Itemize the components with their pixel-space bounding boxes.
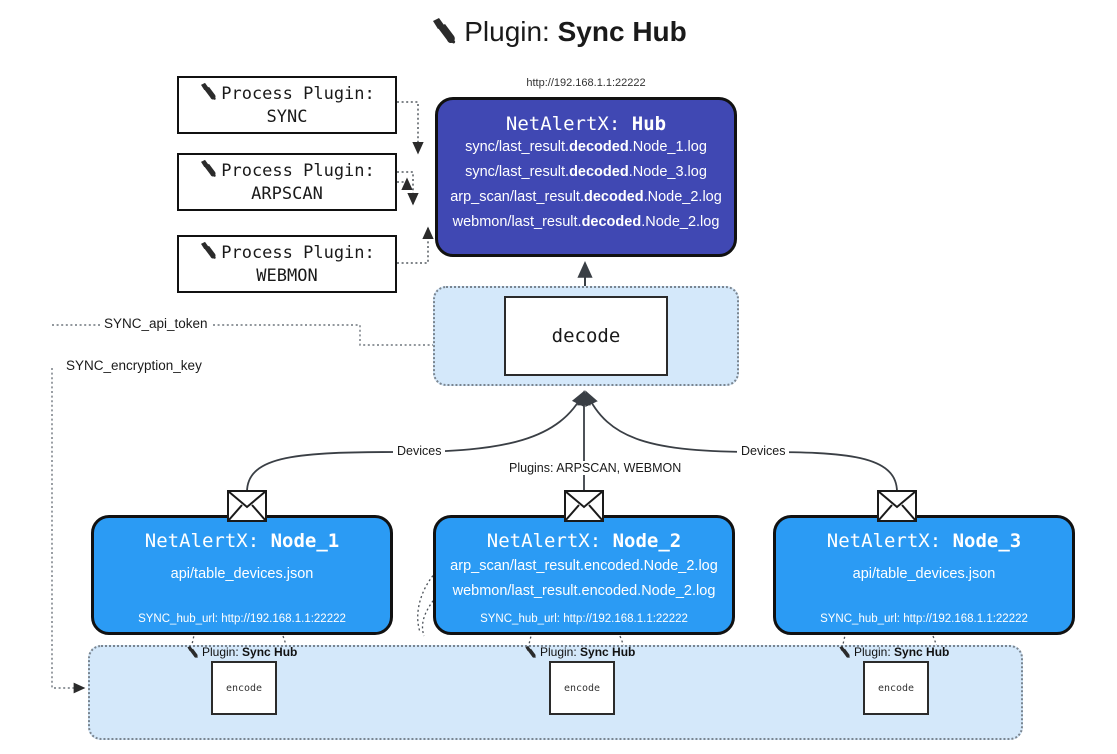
process-plugin-name: WEBMON [256, 266, 318, 286]
envelope-icon [227, 490, 267, 522]
node-node-3[interactable]: NetAlertX: Node_3 api/table_devices.json… [773, 515, 1075, 635]
page-title: Plugin: Sync Hub [0, 16, 1117, 52]
node-title: NetAlertX: Node_1 [144, 530, 340, 552]
process-plugin-label: Process Plugin: [221, 243, 375, 264]
plug-icon [430, 17, 460, 52]
plug-icon [199, 82, 219, 107]
node-hub-url: SYNC_hub_url: http://192.168.1.1:22222 [820, 613, 1028, 625]
encode-box[interactable]: encode [863, 661, 929, 715]
hub-title: NetAlertX: Hub [438, 113, 734, 135]
decode-box[interactable]: decode [504, 296, 668, 376]
node-node-2[interactable]: NetAlertX: Node_2 arp_scan/last_result.e… [433, 515, 735, 635]
encode-caption: Plugin: Sync Hub [186, 645, 297, 662]
node-line: api/table_devices.json [852, 566, 996, 582]
node-line: api/table_devices.json [170, 566, 314, 582]
envelope-icon [564, 490, 604, 522]
title-prefix: Plugin: [464, 16, 558, 47]
plug-icon [199, 241, 219, 266]
edge-label-devices-left: Devices [393, 444, 446, 458]
node-hub-url: SYNC_hub_url: http://192.168.1.1:22222 [480, 613, 688, 625]
process-plugin-name: ARPSCAN [251, 184, 323, 204]
node-title: NetAlertX: Node_3 [826, 530, 1022, 552]
encode-caption: Plugin: Sync Hub [524, 645, 635, 662]
envelope-icon [877, 490, 917, 522]
plug-icon [524, 645, 538, 662]
hub-title-name: Hub [631, 113, 667, 135]
encode-box[interactable]: encode [211, 661, 277, 715]
hub-title-prefix: NetAlertX: [505, 113, 632, 135]
process-plugin-label: Process Plugin: [221, 84, 375, 105]
process-plugin-name: SYNC [266, 107, 308, 127]
plug-icon [186, 645, 200, 662]
hub-log-line: sync/last_result.decoded.Node_1.log [465, 139, 707, 155]
encode-caption: Plugin: Sync Hub [838, 645, 949, 662]
node-line: arp_scan/last_result.encoded.Node_2.log [450, 558, 718, 574]
process-plugin-sync[interactable]: Process Plugin: SYNC [177, 76, 397, 134]
hub-url-label: http://192.168.1.1:22222 [526, 77, 646, 89]
node-hub-url: SYNC_hub_url: http://192.168.1.1:22222 [138, 613, 346, 625]
process-plugin-arpscan[interactable]: Process Plugin: ARPSCAN [177, 153, 397, 211]
sync-encryption-key-label: SYNC_encryption_key [62, 358, 206, 373]
hub-log-line: sync/last_result.decoded.Node_3.log [465, 163, 707, 180]
node-line: webmon/last_result.encoded.Node_2.log [452, 583, 716, 600]
process-plugin-webmon[interactable]: Process Plugin: WEBMON [177, 235, 397, 293]
node-node-1[interactable]: NetAlertX: Node_1 api/table_devices.json… [91, 515, 393, 635]
encode-box[interactable]: encode [549, 661, 615, 715]
process-plugin-label: Process Plugin: [221, 161, 375, 182]
sync-api-token-label: SYNC_api_token [100, 316, 212, 331]
hub-log-line: webmon/last_result.decoded.Node_2.log [452, 213, 720, 230]
hub-log-line: arp_scan/last_result.decoded.Node_2.log [450, 188, 722, 205]
edge-label-plugins-center: Plugins: ARPSCAN, WEBMON [505, 461, 686, 475]
plug-icon [199, 159, 219, 184]
node-title: NetAlertX: Node_2 [486, 530, 682, 552]
hub-node[interactable]: NetAlertX: Hub sync/last_result.decoded.… [435, 97, 737, 257]
edge-label-devices-right: Devices [737, 444, 790, 458]
plug-icon [838, 645, 852, 662]
title-name: Sync Hub [557, 16, 687, 47]
